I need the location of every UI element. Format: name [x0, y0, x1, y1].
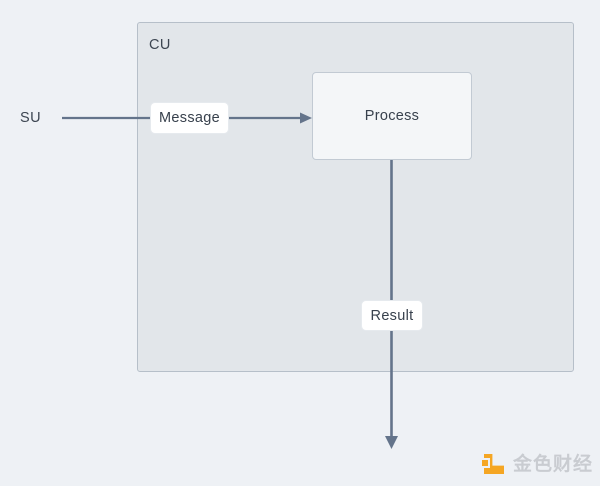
node-su: SU: [20, 110, 41, 126]
arrowhead-icon: [300, 112, 312, 124]
arrowhead-icon: [385, 436, 398, 449]
cu-container-label: CU: [149, 37, 171, 53]
watermark-text: 金色财经: [513, 453, 594, 475]
golden-finance-logo-icon: [480, 452, 506, 476]
edge-message-to-process: [228, 112, 312, 124]
node-result: Result: [361, 300, 423, 331]
watermark: 金色财经: [480, 452, 593, 476]
edge-result-to-output: [385, 330, 398, 449]
node-message: Message: [150, 102, 229, 134]
node-process: Process: [312, 72, 472, 160]
